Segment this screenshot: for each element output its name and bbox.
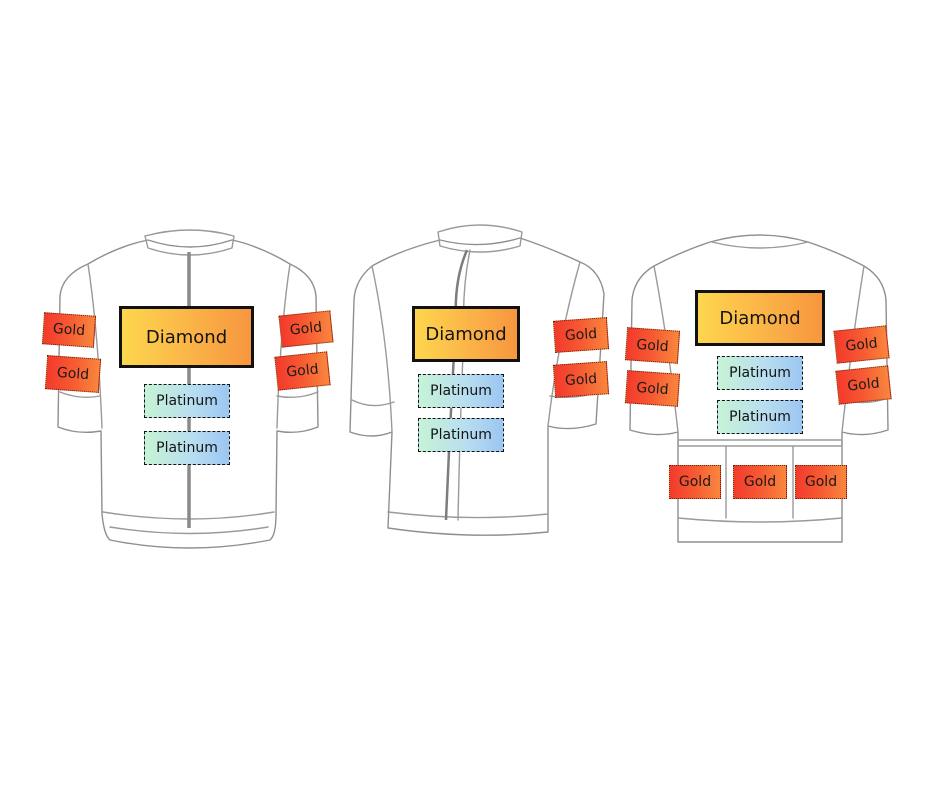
jersey2-platinum-upper: Platinum xyxy=(418,374,504,408)
jersey1-gold-left-sleeve-upper: Gold xyxy=(41,312,97,348)
jersey2-gold-sleeve-lower: Gold xyxy=(552,361,610,398)
jersey3-gold-right-sleeve-upper: Gold xyxy=(833,325,890,364)
jersey3-gold-right-sleeve-lower: Gold xyxy=(835,365,892,405)
jersey3-platinum-upper: Platinum xyxy=(717,356,803,390)
jersey2-diamond-chest: Diamond xyxy=(412,306,520,362)
jersey1-gold-left-sleeve-lower: Gold xyxy=(44,355,102,393)
jersey3-gold-pocket-right: Gold xyxy=(795,465,847,499)
jersey1-gold-right-sleeve-upper: Gold xyxy=(278,310,334,348)
jersey2-platinum-lower: Platinum xyxy=(418,418,504,452)
jersey3-gold-left-sleeve-upper: Gold xyxy=(624,327,681,364)
jersey3-gold-pocket-left: Gold xyxy=(669,465,721,499)
jersey1-diamond-chest: Diamond xyxy=(119,306,254,368)
jersey3-gold-left-sleeve-lower: Gold xyxy=(624,370,681,407)
jersey2-gold-sleeve-upper: Gold xyxy=(552,317,610,353)
jersey1-platinum-lower: Platinum xyxy=(144,431,230,465)
jersey1-gold-right-sleeve-lower: Gold xyxy=(274,351,331,391)
jersey3-platinum-lower: Platinum xyxy=(717,400,803,434)
jersey3-gold-pocket-center: Gold xyxy=(733,465,787,499)
jersey3-diamond-upper-back: Diamond xyxy=(695,290,825,346)
jersey1-platinum-upper: Platinum xyxy=(144,384,230,418)
